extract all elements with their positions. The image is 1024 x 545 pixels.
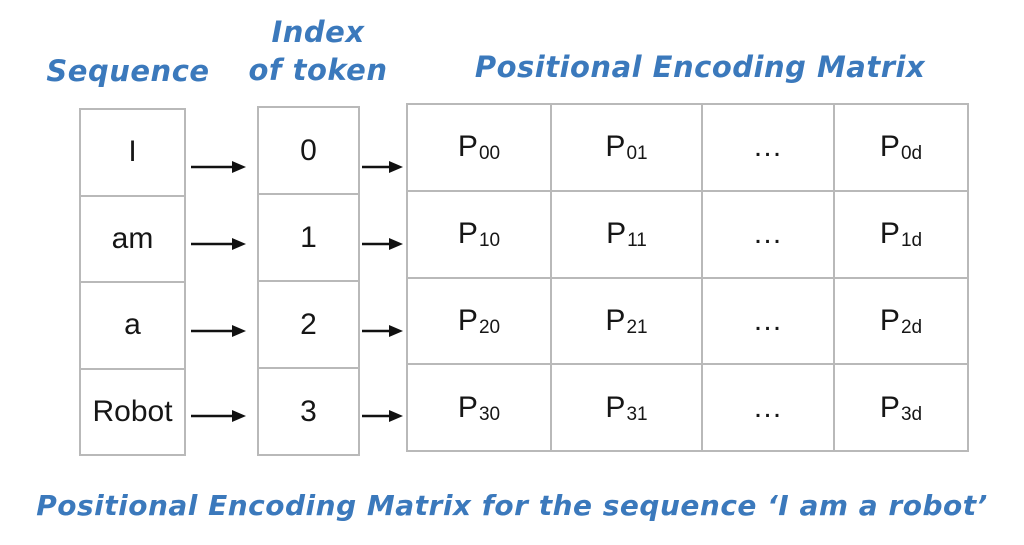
caption: Positional Encoding Matrix for the seque… [36,489,988,522]
index-cell: 1 [259,195,358,280]
matrix-cell-ellipsis: … [703,105,833,190]
arrow-right-icon [362,161,403,422]
index-table: 0 1 2 3 [257,106,360,456]
matrix-cell-ellipsis: … [703,191,833,277]
index-cell: 0 [259,108,358,193]
sequence-token-cell: a [81,283,184,368]
matrix-cell-ellipsis: … [703,365,833,450]
matrix-cell-ellipsis: … [703,278,833,364]
index-of-token-title: Index of token [243,13,393,89]
index-cell: 3 [259,369,358,454]
index-title-line1: Index [271,15,365,49]
sequence-token-cell: I [81,110,184,195]
matrix-title: Positional Encoding Matrix [474,50,926,84]
sequence-token-cell: Robot [81,369,184,454]
sequence-token-cell: am [81,196,184,281]
sequence-table: I am a Robot [79,108,186,456]
index-title-line2: of token [248,53,388,87]
sequence-title: Sequence [46,54,210,88]
arrow-right-icon [191,161,246,422]
index-cell: 2 [259,282,358,367]
